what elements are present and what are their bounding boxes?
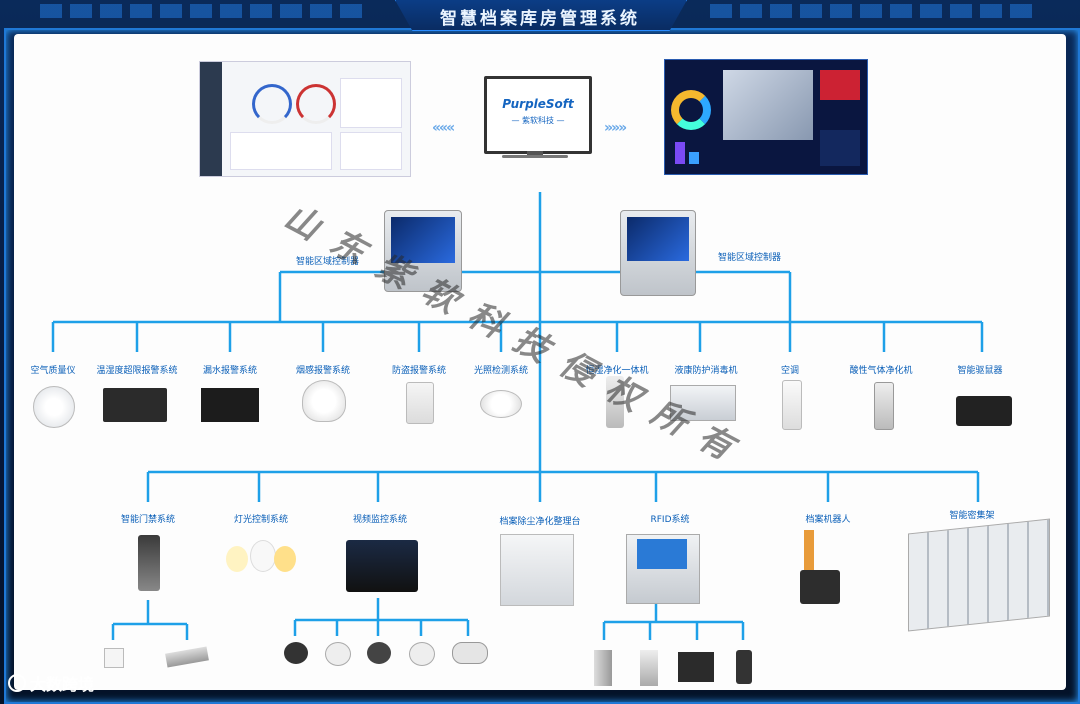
air-conditioner-icon [782,380,802,430]
device-label: 液康防护消毒机 [674,366,738,376]
bullet-camera-icon [452,642,488,664]
temp-humidity-alarm-icon [103,388,167,422]
rfid-cart-icon [640,650,658,686]
device-label: 档案除尘净化整理台 [499,517,581,527]
handheld-reader-icon [736,650,752,684]
rodent-repeller-icon [956,396,1012,426]
humidity-purifier-icon [606,376,624,428]
device-label: 温湿度超限报警系统 [96,366,178,376]
device-label: 智能门禁系统 [120,515,176,525]
monitor-stand [527,151,543,157]
device-label: RFID系统 [650,515,690,525]
device-label: 恒湿净化一体机 [585,366,649,376]
controller-label-left: 智能区域控制器 [296,257,360,267]
device-label: 灯光控制系统 [233,515,289,525]
device-label: 智能驱鼠器 [957,366,1003,376]
page-title: 智慧档案库房管理系统 [440,9,640,29]
device-label: 烟感报警系统 [295,366,351,376]
device-label: 档案机器人 [805,515,851,525]
monitor-icon: PurpleSoft — 紫软科技 — [484,76,592,154]
light-bulbs-icon [226,540,296,590]
brand-logo: PurpleSoft [502,97,574,111]
disinfection-machine-icon [670,385,736,421]
area-controller-right-icon [620,210,696,296]
area-controller-left-icon [384,210,462,292]
dust-cleaning-table-icon [500,534,574,606]
camera-icon [284,642,308,664]
smoke-detector-icon [302,380,346,422]
device-label: 空气质量仪 [30,366,76,376]
compact-shelving-icon [908,518,1050,632]
device-label: 酸性气体净化机 [849,366,913,376]
nvr-monitor-icon [346,540,418,592]
label-printer-icon [678,652,714,682]
door-button-icon [104,648,124,668]
camera-icon [325,642,351,666]
device-label: 漏水报警系统 [202,366,258,376]
rfid-terminal-icon [626,534,700,604]
acid-gas-purifier-icon [874,382,894,430]
header-decoration-right [710,4,1040,18]
brand-subtitle: — 紫软科技 — [511,116,565,125]
camera-icon [409,642,435,666]
access-control-icon [138,535,160,591]
controller-label-right: 智能区域控制器 [718,253,782,263]
anti-theft-sensor-icon [406,382,434,424]
arrow-left-icon: ««« [432,120,455,136]
title-bar [395,0,687,31]
camera-icon [367,642,391,664]
device-label: 防盗报警系统 [391,366,447,376]
rfid-gate-icon [594,650,612,686]
device-label: 光照检测系统 [473,366,529,376]
device-label: 视频监控系统 [352,515,408,525]
arrow-right-icon: »»» [604,120,627,136]
archive-robot-icon [796,530,846,606]
header-decoration-left [40,4,370,18]
water-leak-alarm-icon [201,388,259,422]
device-label: 智能密集架 [949,511,995,521]
footer-brand: 大数跨境 [8,671,94,695]
device-label: 空调 [780,366,800,376]
footer-brand-text: 大数跨境 [30,675,95,694]
3d-dashboard-screenshot [664,59,868,175]
brand-circle-icon [8,674,26,692]
air-quality-meter-icon [33,386,75,428]
software-dashboard-screenshot [199,61,411,177]
light-sensor-icon [480,390,522,418]
monitor-base [502,155,568,158]
